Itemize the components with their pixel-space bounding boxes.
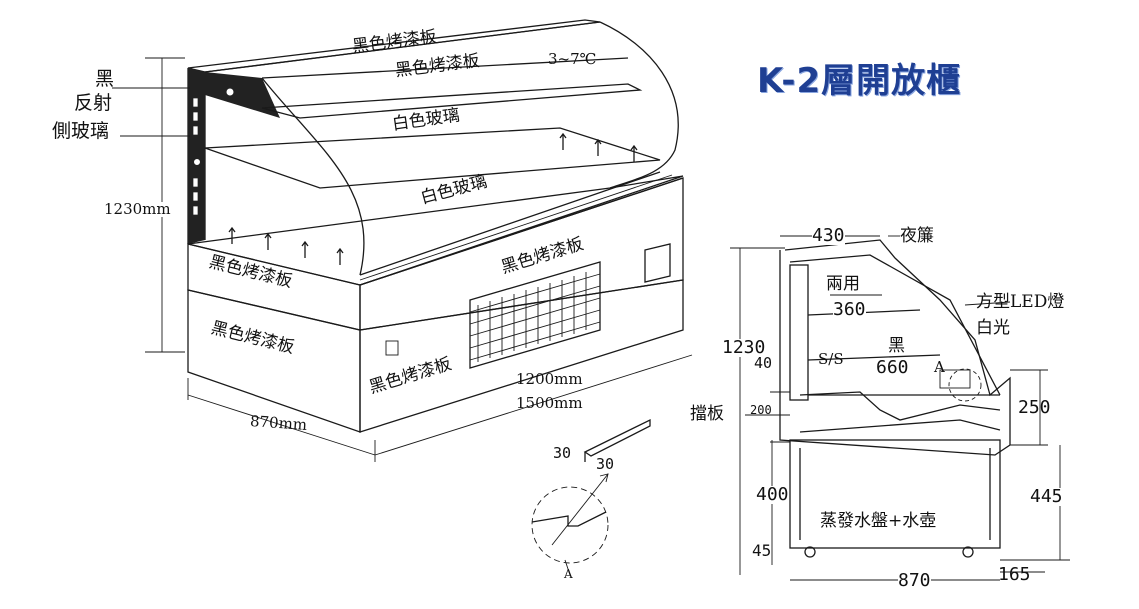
- label-side-1: 黑: [95, 68, 115, 90]
- section-black-label: 黑: [888, 336, 905, 356]
- section-dim-250: 250: [1018, 397, 1051, 418]
- page-title: K-2層開放櫃: [757, 61, 962, 101]
- section-dim-165: 165: [998, 564, 1031, 585]
- label-depth: 870mm: [249, 412, 308, 434]
- section-ss-label: S/S: [818, 350, 844, 368]
- section-dim-45: 45: [752, 541, 772, 560]
- detail-a-drawing: [531, 418, 651, 576]
- section-white-light: 白光: [976, 318, 1010, 338]
- section-dim-660: 660: [876, 357, 909, 378]
- section-height: 1230: [722, 337, 766, 358]
- label-length-1: 1200mm: [516, 370, 583, 388]
- section-dim-200: 200: [750, 403, 772, 417]
- section-baffle: 擋板: [690, 404, 724, 424]
- cabinet-3d-drawing: [112, 19, 693, 462]
- label-side-3: 側玻璃: [52, 120, 110, 142]
- label-height: 1230mm: [104, 200, 171, 218]
- section-night-curtain: 夜簾: [900, 226, 934, 246]
- section-detail-ref: A: [934, 358, 945, 376]
- label-temperature: 3~7℃: [548, 50, 597, 68]
- detail-a-dim-1: 30: [553, 444, 572, 462]
- section-dim-40: 40: [754, 354, 773, 372]
- section-dim-400: 400: [756, 484, 789, 505]
- section-dim-360: 360: [833, 299, 866, 320]
- section-dim-445: 445: [1030, 486, 1063, 507]
- label-length-2: 1500mm: [516, 394, 583, 412]
- section-dim-top: 430: [812, 225, 845, 246]
- label-side-2: 反射: [74, 92, 113, 114]
- section-dual-use: 兩用: [826, 274, 860, 294]
- section-view-drawing: [730, 235, 1070, 581]
- section-depth: 870: [898, 570, 931, 591]
- detail-a-dim-2: 30: [596, 455, 615, 473]
- detail-a-label: A: [564, 567, 573, 581]
- section-led-light: 方型LED燈: [976, 292, 1065, 312]
- section-drain: 蒸發水盤+水壺: [820, 511, 937, 531]
